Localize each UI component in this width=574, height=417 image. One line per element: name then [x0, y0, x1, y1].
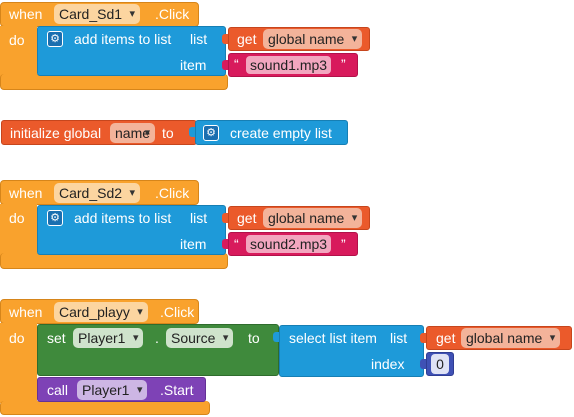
variable-dropdown[interactable]: global name: [263, 29, 363, 49]
close-quote-icon: ”: [341, 56, 346, 72]
open-quote-icon: “: [234, 56, 239, 72]
do-label: do: [9, 330, 25, 346]
output-plug: [222, 239, 228, 249]
number-value-field[interactable]: 0: [431, 354, 449, 374]
list-socket-label: list: [190, 210, 208, 226]
initialize-global-label: initialize global: [10, 125, 102, 141]
index-socket-label: index: [371, 356, 405, 372]
add-items-label: add items to list: [74, 210, 172, 226]
method-label: .Start: [160, 382, 194, 398]
select-list-item-block[interactable]: [279, 325, 424, 377]
component-dropdown[interactable]: Card_Sd2: [54, 183, 141, 203]
event-arm: [0, 26, 37, 82]
output-plug: [222, 34, 228, 44]
to-label: to: [162, 125, 174, 141]
component-dropdown[interactable]: Card_Sd1: [54, 4, 141, 24]
get-label: get: [436, 330, 456, 346]
when-label: when: [9, 6, 43, 22]
global-name-field[interactable]: name: [110, 123, 156, 143]
call-label: call: [47, 382, 69, 398]
add-items-label: add items to list: [74, 31, 172, 47]
create-empty-list-block[interactable]: [195, 120, 348, 145]
output-plug: [222, 213, 228, 223]
component-dropdown[interactable]: Card_playy: [54, 302, 148, 322]
list-socket-label: list: [190, 31, 208, 47]
create-empty-list-label: create empty list: [230, 125, 332, 141]
output-plug: [189, 127, 195, 137]
variable-dropdown[interactable]: global name: [461, 328, 561, 348]
set-label: set: [47, 330, 66, 346]
event-name-label: .Click: [155, 6, 190, 22]
mutator-gear-icon[interactable]: ⚙: [47, 31, 63, 47]
string-value-field[interactable]: sound1.mp3: [246, 56, 332, 74]
when-label: when: [9, 304, 43, 320]
component-dropdown[interactable]: Player1: [73, 328, 144, 348]
get-label: get: [237, 210, 257, 226]
mutator-gear-icon[interactable]: ⚙: [47, 210, 63, 226]
do-label: do: [9, 32, 25, 48]
output-plug: [420, 359, 426, 369]
mutator-gear-icon[interactable]: ⚙: [203, 125, 219, 141]
event-name-label: .Click: [160, 304, 195, 320]
open-quote-icon: “: [234, 236, 239, 252]
event-footer: [0, 74, 228, 90]
select-list-item-label: select list item: [289, 330, 377, 346]
output-plug: [273, 332, 279, 342]
event-arm: [0, 323, 37, 403]
close-quote-icon: ”: [341, 236, 346, 252]
list-socket-label: list: [390, 330, 408, 346]
property-dropdown[interactable]: Source: [166, 328, 234, 348]
add-items-to-list-block[interactable]: [37, 205, 226, 255]
item-socket-label: item: [180, 236, 207, 252]
event-name-label: .Click: [155, 185, 190, 201]
dot-label: .: [155, 330, 159, 346]
do-label: do: [9, 210, 25, 226]
event-arm: [0, 204, 37, 262]
event-footer: [0, 253, 228, 269]
output-plug: [420, 333, 426, 343]
item-socket-label: item: [180, 57, 207, 73]
initialize-global-body[interactable]: [1, 120, 197, 145]
variable-dropdown[interactable]: global name: [263, 208, 363, 228]
string-value-field[interactable]: sound2.mp3: [246, 235, 332, 253]
to-label: to: [248, 330, 260, 346]
add-items-to-list-block[interactable]: [37, 26, 226, 76]
component-dropdown[interactable]: Player1: [77, 380, 148, 400]
get-label: get: [237, 31, 257, 47]
output-plug: [222, 60, 228, 70]
event-footer: [0, 401, 210, 415]
when-label: when: [9, 185, 43, 201]
